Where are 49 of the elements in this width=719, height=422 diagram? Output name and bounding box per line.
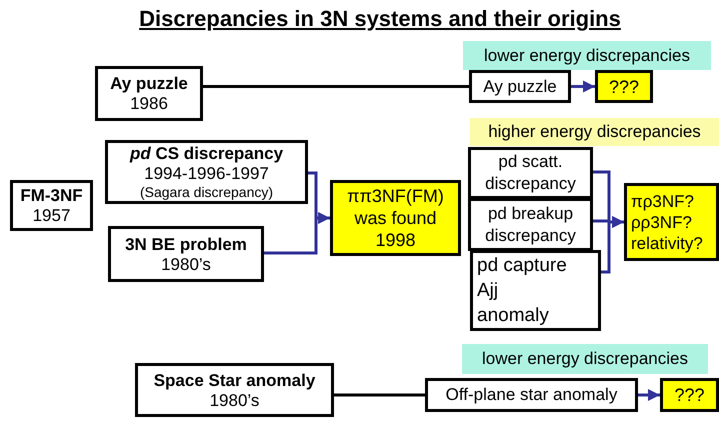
node-text: πρ3NF? ρρ3NF? relativity? [631,190,704,254]
node-text: ??? [608,76,640,98]
node-text: pd scatt. discrepancy [484,151,577,195]
node-text: 1957 [32,206,70,226]
result-box [660,378,719,412]
node-text: ??? [674,384,705,406]
label-band [470,118,719,146]
title: Discrepancies in 3N systems and their origins [138,5,622,33]
connector-line [203,85,469,88]
event-box [105,140,308,204]
node-text: lower energy discrepancies [484,46,690,66]
arrow [638,389,660,401]
node-text: Off-plane star anomaly [446,384,618,406]
result-box [330,180,461,256]
node-text: Ay puzzle [483,76,557,98]
node-text: pd capture [477,254,567,278]
event-box [108,226,264,282]
label-band [463,41,711,70]
result-box [624,183,719,261]
arrow [571,80,595,92]
process-box [470,250,601,331]
node-text: Space Star anomaly [154,370,316,390]
event-box [10,180,93,231]
node-text: lower energy discrepancies [482,349,688,369]
process-box [468,198,593,251]
node-text: 1980’s [210,390,260,410]
arrow [601,216,624,274]
result-box [595,70,653,103]
event-box [135,363,334,417]
node-text: higher energy discrepancies [488,122,701,142]
node-text: ππ3NF(FM) was found 1998 [346,185,445,251]
node-text: pd breakup discrepancy [484,202,577,246]
node-text: anomaly [477,304,549,328]
node-text: Ajj [477,279,498,303]
node-text: 3N BE problem [125,234,247,254]
node-text: Ay puzzle [110,73,188,94]
node-text: 1986 [130,94,168,114]
process-box [469,70,571,103]
node-text: 1994-1996-1997 [144,164,269,184]
arrow [264,212,330,254]
process-box [425,378,638,412]
node-text: pd CS discrepancy [130,143,284,164]
event-box [95,66,203,121]
connector-line [334,394,425,396]
node-text: FM-3NF [20,185,83,206]
node-text: (Sagara discrepancy) [140,184,274,201]
node-text: 1980’s [161,254,211,274]
label-band [462,344,708,374]
process-box [468,147,593,199]
